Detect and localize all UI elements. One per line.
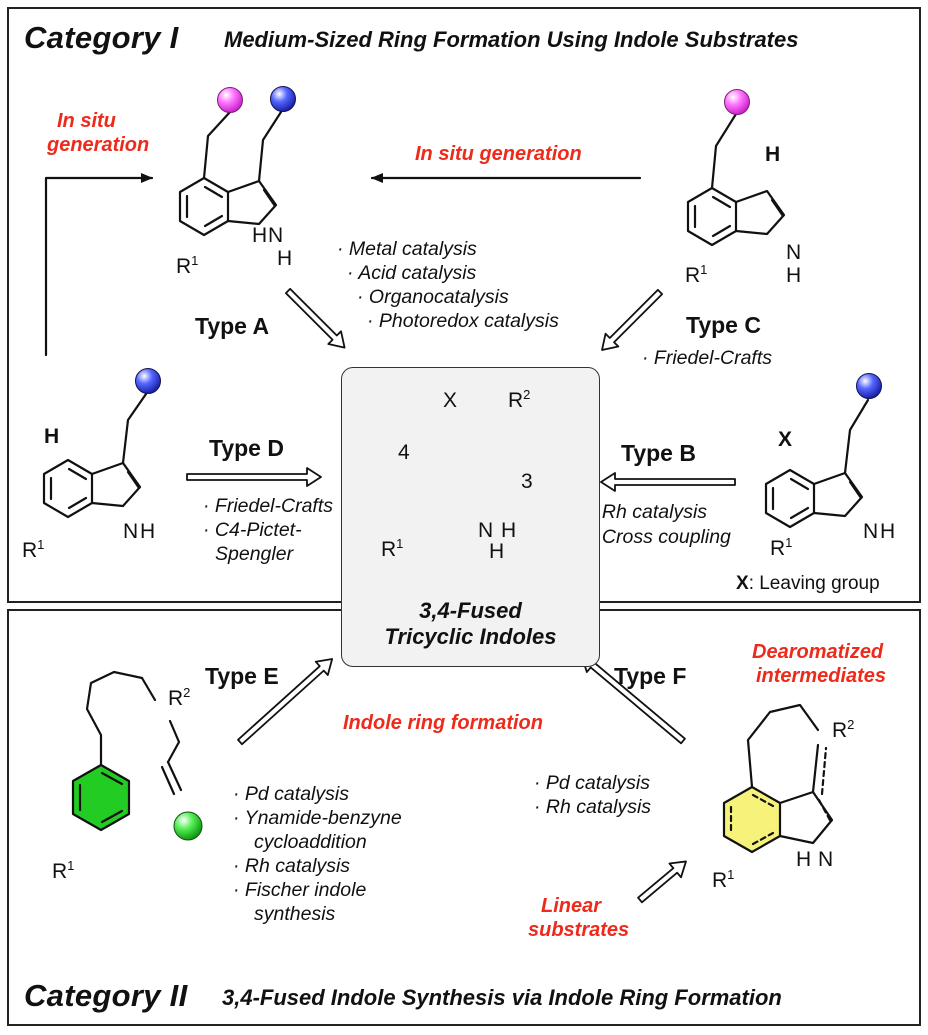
blue-ball-right [856,373,882,399]
left-n: N [123,520,139,543]
type-b-condition-2: · Cross coupling [590,526,731,548]
magenta-ball-top-center [217,87,243,113]
left-h-atom: H [44,425,60,448]
arrow-type-d [186,467,322,487]
center-nh-h2: H [489,540,505,563]
type-b-label: Type B [621,440,696,466]
top-center-h-below: H [277,247,293,270]
top-center-n: N [268,224,284,247]
blue-ball-left [135,368,161,394]
right-nh-h: H [880,520,896,543]
arrow-type-a [284,287,346,349]
type-f-label: Type F [614,663,687,689]
yellow-r1: R1 [712,867,735,892]
type-e-condition-5: · Fischer indole [233,879,367,901]
dearomatized-line2: intermediates [756,665,887,687]
category-2-label: Category II [24,978,188,1013]
category-2-subtitle: 3,4-Fused Indole Synthesis via Indole Ri… [222,985,782,1010]
in-situ-top-label: In situ generation [415,143,582,165]
type-d-condition-3: Spengler [215,543,294,565]
green-benzene-substrate [71,670,183,832]
type-c-label: Type C [686,312,761,338]
dearomatized-line1: Dearomatized [752,641,884,663]
center-title-line2: Tricyclic Indoles [384,624,557,649]
yellow-nh-h: H [796,848,812,871]
type-d-condition-1: · Friedel-Crafts [203,495,334,517]
type-a-condition-1: · Metal catalysis [337,238,477,260]
green-r1: R1 [52,858,75,883]
top-right-h-atom: H [765,143,781,166]
type-e-condition-3: cycloaddition [254,831,367,853]
indole-left [42,392,148,519]
magenta-ball-top-right [724,89,750,115]
type-c-condition-1: · Friedel-Crafts [642,347,773,369]
in-situ-left-line2: generation [47,134,150,156]
type-e-condition-4: · Rh catalysis [233,855,351,877]
left-nh-h: H [140,520,156,543]
arrow-type-b [600,472,736,492]
green-r2: R2 [168,685,191,710]
type-d-condition-2: · C4-Pictet- [203,519,302,541]
type-a-condition-4: · Photoredox catalysis [367,310,559,332]
type-f-condition-1: · Pd catalysis [534,772,650,794]
category-1-label: Category I [24,20,179,55]
type-a-condition-3: · Organocatalysis [357,286,509,308]
in-situ-left-line1: In situ [57,110,116,132]
type-e-label: Type E [205,663,279,689]
right-n: N [863,520,879,543]
center-position-4: 4 [398,441,410,464]
type-e-condition-6: synthesis [254,903,336,925]
top-center-nh-h: H [252,224,268,247]
indole-ring-formation-label: Indole ring formation [343,712,543,734]
arrow-type-c [601,288,664,351]
arrow-linear [637,860,687,904]
center-r1-atom: R1 [381,536,404,561]
type-b-condition-1: · Rh catalysis [590,501,708,523]
center-title-line1: 3,4-Fused [419,598,522,623]
right-x-atom: X [778,428,793,451]
top-right-n: N [786,241,802,264]
center-n-atom: N [478,519,494,542]
type-e-condition-1: · Pd catalysis [233,783,349,805]
top-right-r1: R1 [685,262,708,287]
green-ball [173,811,203,841]
linear-line2: substrates [528,919,630,941]
arrow-in-situ-left [44,173,154,357]
blue-ball-top-center [270,86,296,112]
indole-top-right [686,112,786,247]
hollow-arrows [186,287,736,904]
top-center-r1: R1 [176,253,199,278]
type-d-label: Type D [209,435,284,461]
center-r2-atom: R2 [508,387,531,412]
indole-top-center [178,110,283,237]
indole-right [764,398,870,529]
leaving-group-legend: X: Leaving group [736,573,880,594]
type-a-condition-2: · Acid catalysis [347,262,477,284]
linear-line1: Linear [541,895,602,917]
center-position-3: 3 [521,470,533,493]
center-x-atom: X [443,389,458,412]
type-f-condition-2: · Rh catalysis [534,796,652,818]
type-a-label: Type A [195,313,270,339]
category-1-subtitle: Medium-Sized Ring Formation Using Indole… [224,27,799,52]
top-right-nh-h: H [786,264,802,287]
yellow-dearomatized-intermediate [722,703,834,854]
left-r1: R1 [22,537,45,562]
right-r1: R1 [770,535,793,560]
center-product-box [341,367,600,667]
yellow-n: N [818,848,834,871]
arrow-type-e [237,658,334,746]
yellow-r2: R2 [832,717,855,742]
type-e-condition-2: · Ynamide-benzyne [233,807,402,829]
center-nh-h: H [501,519,517,542]
